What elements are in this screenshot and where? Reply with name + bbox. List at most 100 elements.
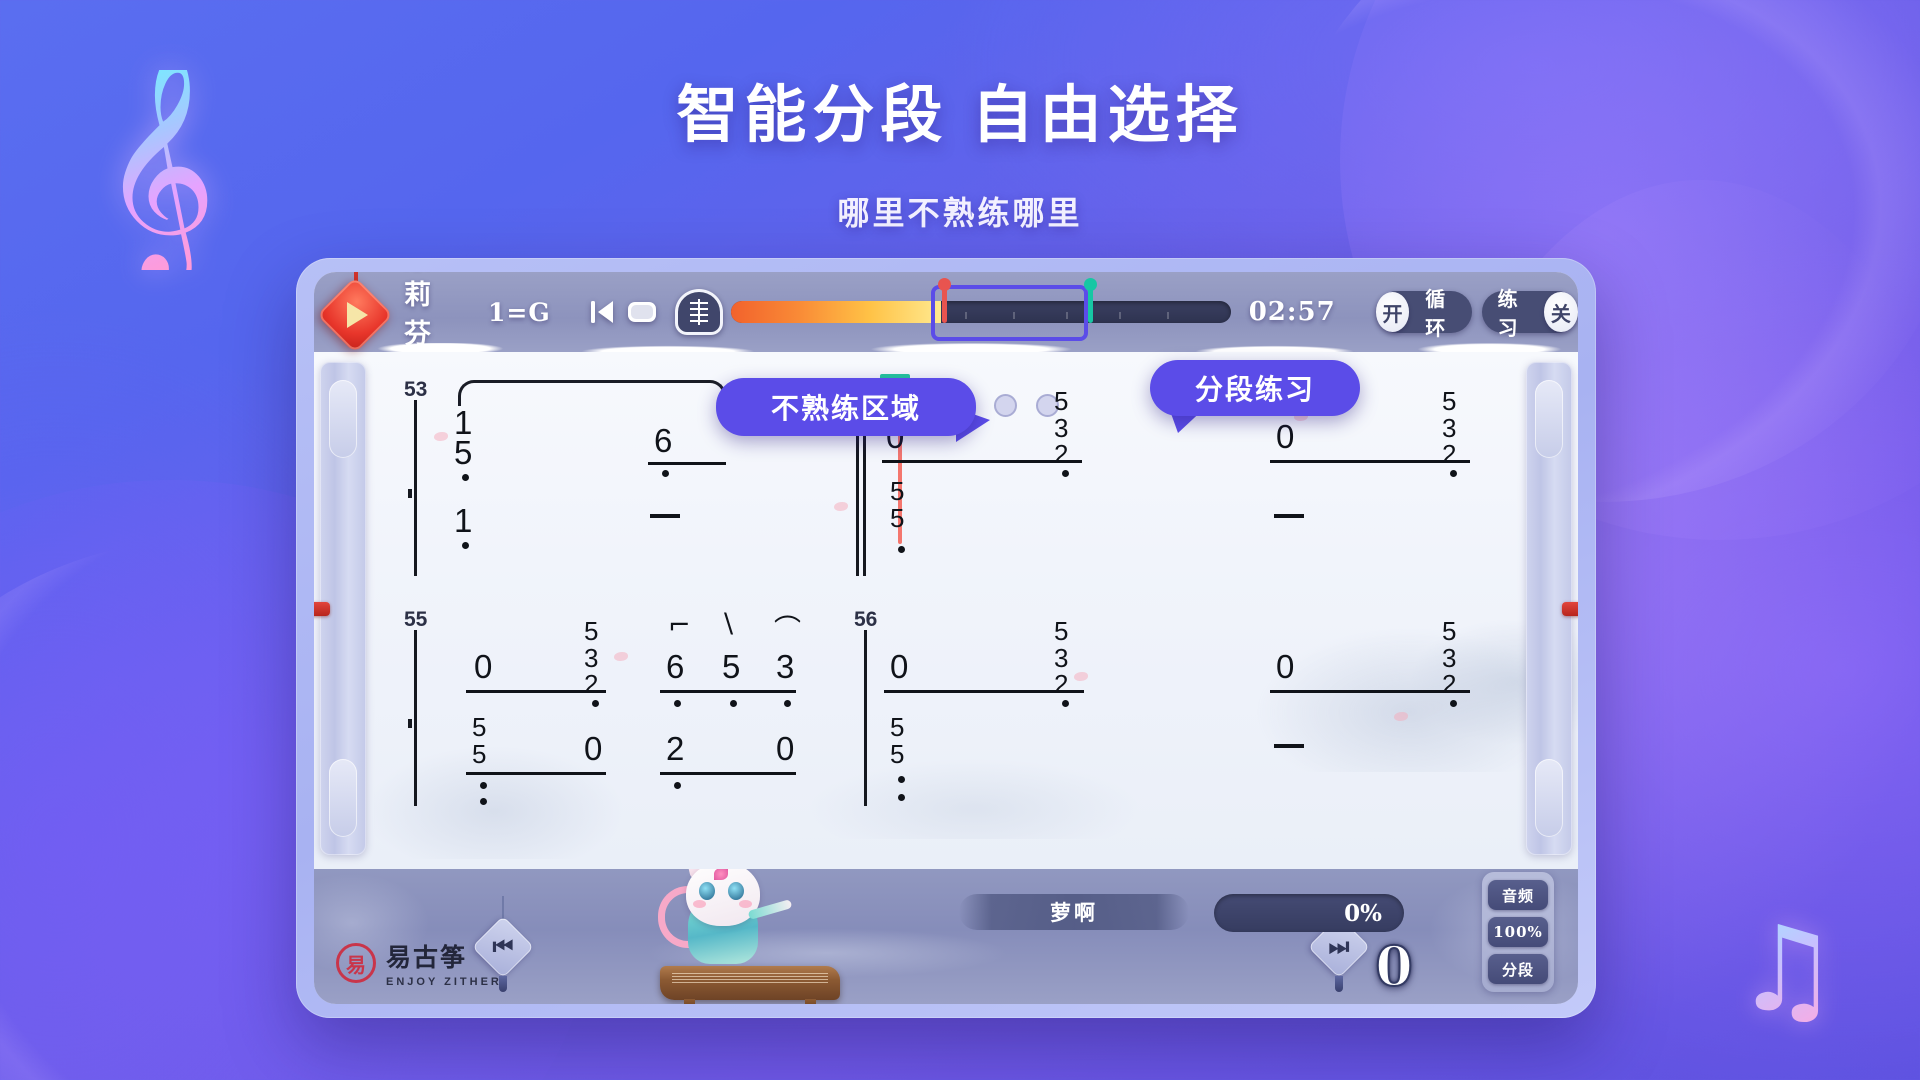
octave-dot	[592, 700, 599, 707]
music-note-icon: ♫	[1712, 894, 1862, 1044]
zither-leg-right	[805, 999, 816, 1004]
octave-dot	[662, 470, 669, 477]
note-stack: 5 5	[472, 714, 486, 767]
right-rail-handle[interactable]	[1562, 601, 1578, 616]
right-rail-cap-bottom	[1535, 759, 1563, 837]
mascot-eye-left	[699, 882, 715, 900]
segment-start-marker[interactable]	[937, 278, 951, 323]
segment-button[interactable]: 分段	[1488, 954, 1548, 984]
note: 5	[1054, 386, 1069, 416]
left-scroll-rail[interactable]	[314, 362, 366, 855]
prev-section-icon[interactable]	[587, 290, 617, 334]
octave-dot	[898, 776, 905, 783]
practice-toggle-label: 练习	[1497, 287, 1518, 340]
note-stack: 5 3 2	[1054, 388, 1068, 468]
octave-dot	[480, 782, 487, 789]
beam	[660, 690, 796, 693]
skip-forward-icon: ⏭	[1328, 934, 1350, 960]
note: 3	[776, 648, 795, 685]
sustain-dash	[650, 514, 680, 518]
audio-button[interactable]: 音频	[1488, 880, 1548, 910]
callout-segment-practice: 分段练习	[1150, 360, 1360, 416]
right-scroll-rail[interactable]	[1526, 362, 1578, 855]
note-circle-marker[interactable]	[994, 394, 1017, 417]
note: 0	[1276, 418, 1295, 455]
barline-double	[856, 400, 866, 576]
note-stack: 5 5	[890, 714, 904, 767]
accuracy-progress-pill: 0%	[1214, 894, 1404, 932]
articulation: \	[724, 608, 734, 639]
note: 0	[1276, 648, 1295, 685]
octave-dot	[784, 700, 791, 707]
practice-toggle-knob: 关	[1544, 292, 1578, 332]
octave-dot	[1062, 470, 1069, 477]
accuracy-percent: 0%	[1344, 899, 1382, 927]
note: 2	[1054, 439, 1069, 470]
practice-toggle[interactable]: 练习 关	[1481, 287, 1578, 340]
octave-dot	[1062, 700, 1069, 707]
beam	[882, 460, 1082, 463]
sustain-dash	[1274, 744, 1304, 748]
note: 5	[890, 502, 905, 533]
right-rail-cap-top	[1535, 380, 1563, 458]
key-signature: 1=G	[488, 297, 551, 327]
grand-staff-brace: {	[386, 630, 412, 806]
note: 5	[1442, 386, 1457, 416]
beam	[648, 462, 726, 465]
note: 3	[1442, 412, 1457, 443]
barline	[864, 630, 867, 806]
mascot-avatar	[644, 869, 840, 1004]
tempo-badge-icon[interactable]	[674, 289, 723, 335]
octave-dot	[480, 798, 487, 805]
note: 3	[584, 642, 599, 673]
logo-name-en: ENJOY ZITHER	[386, 976, 502, 988]
repeat-bracket	[458, 380, 726, 406]
play-button[interactable]	[316, 272, 394, 354]
metronome-icon[interactable]	[625, 290, 659, 334]
playback-progress-bar[interactable]	[730, 278, 1231, 341]
mascot-forehead-mark	[714, 869, 728, 880]
sustain-dash	[1274, 514, 1304, 518]
lyric-banner: 萝啊	[959, 894, 1189, 930]
barline	[414, 630, 417, 806]
speed-button[interactable]: 100%	[1488, 917, 1548, 947]
tempo-bars-icon	[689, 299, 708, 325]
skip-back-icon: ⏮	[492, 934, 514, 960]
treble-clef-icon: 𝄞	[88, 65, 228, 270]
left-rail-handle[interactable]	[314, 601, 330, 616]
note: 1	[454, 502, 473, 539]
note: 5	[1442, 616, 1457, 646]
note-stack: 5 3 2	[584, 618, 598, 698]
segment-end-marker[interactable]	[1084, 278, 1098, 323]
note: 0	[890, 648, 909, 685]
app-toolbar: 茉莉芬芳 1=G	[314, 272, 1578, 389]
note: 3	[1054, 412, 1069, 443]
note: 5	[454, 434, 473, 471]
loop-toggle-label: 循环	[1425, 287, 1446, 340]
logo-name-cn: 易古筝	[386, 943, 468, 972]
mascot-tail	[658, 886, 702, 948]
mascot-blush-left	[693, 900, 706, 908]
articulation: ⌐	[668, 610, 691, 641]
left-rail-cap-bottom	[329, 759, 357, 837]
grand-staff-brace: {	[386, 400, 412, 576]
page-title: 智能分段 自由选择	[676, 81, 1244, 150]
previous-section-button[interactable]: ⏮	[471, 896, 535, 992]
logo-seal-icon: 易	[336, 943, 376, 983]
beam	[660, 772, 796, 775]
staff-row-2: 5 5 { 0 5 3 2 5 5 0	[386, 604, 1506, 834]
octave-dot	[462, 474, 469, 481]
note: 5	[584, 616, 599, 646]
note: 3	[1054, 642, 1069, 673]
barline	[414, 400, 417, 576]
beam	[884, 690, 1084, 693]
callout-unfamiliar-area: 不熟练区域	[716, 378, 976, 436]
octave-dot	[898, 546, 905, 553]
bamboo-decor-left	[314, 869, 504, 1004]
mascot-eye-right	[728, 882, 744, 900]
note: 5	[890, 712, 905, 742]
loop-toggle[interactable]: 开 循环	[1375, 287, 1472, 340]
measure-number: 53	[404, 378, 428, 401]
note: 5	[722, 648, 741, 685]
note-circle-marker[interactable]	[1036, 394, 1059, 417]
